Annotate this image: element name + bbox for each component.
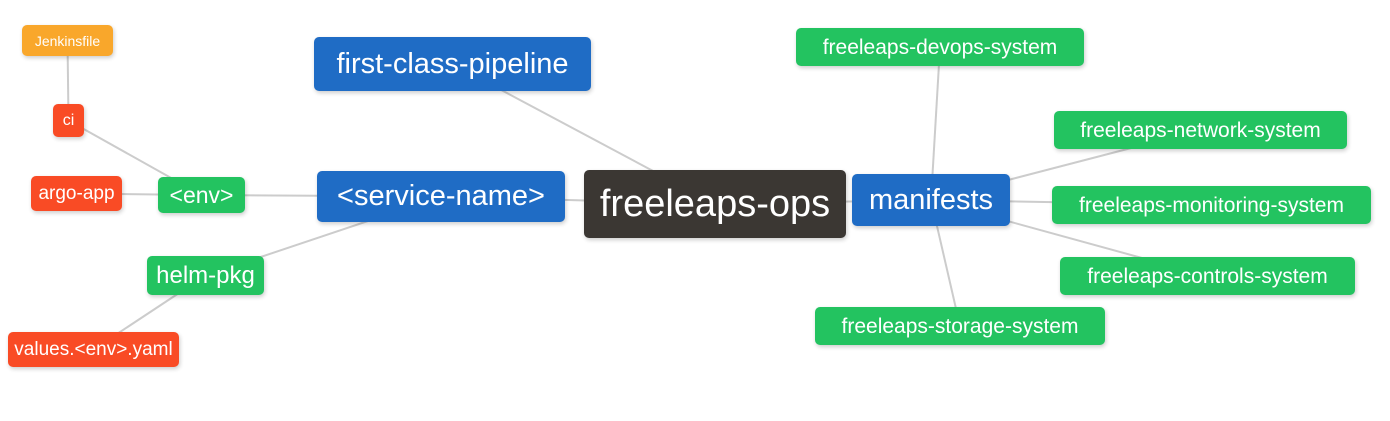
node-storage-system[interactable]: freeleaps-storage-system (815, 307, 1105, 345)
node-ci[interactable]: ci (53, 104, 84, 137)
node-helm-pkg[interactable]: helm-pkg (147, 256, 264, 295)
node-manifests[interactable]: manifests (852, 174, 1010, 226)
node-jenkinsfile[interactable]: Jenkinsfile (22, 25, 113, 56)
node-controls-system[interactable]: freeleaps-controls-system (1060, 257, 1355, 295)
node-values-env-yaml[interactable]: values.<env>.yaml (8, 332, 179, 367)
node-monitoring-system[interactable]: freeleaps-monitoring-system (1052, 186, 1371, 224)
node-argo-app[interactable]: argo-app (31, 176, 122, 211)
node-env[interactable]: <env> (158, 177, 245, 213)
node-network-system[interactable]: freeleaps-network-system (1054, 111, 1347, 149)
node-first-class-pipeline[interactable]: first-class-pipeline (314, 37, 591, 91)
node-freeleaps-ops[interactable]: freeleaps-ops (584, 170, 846, 238)
node-devops-system[interactable]: freeleaps-devops-system (796, 28, 1084, 66)
node-service-name[interactable]: <service-name> (317, 171, 565, 222)
